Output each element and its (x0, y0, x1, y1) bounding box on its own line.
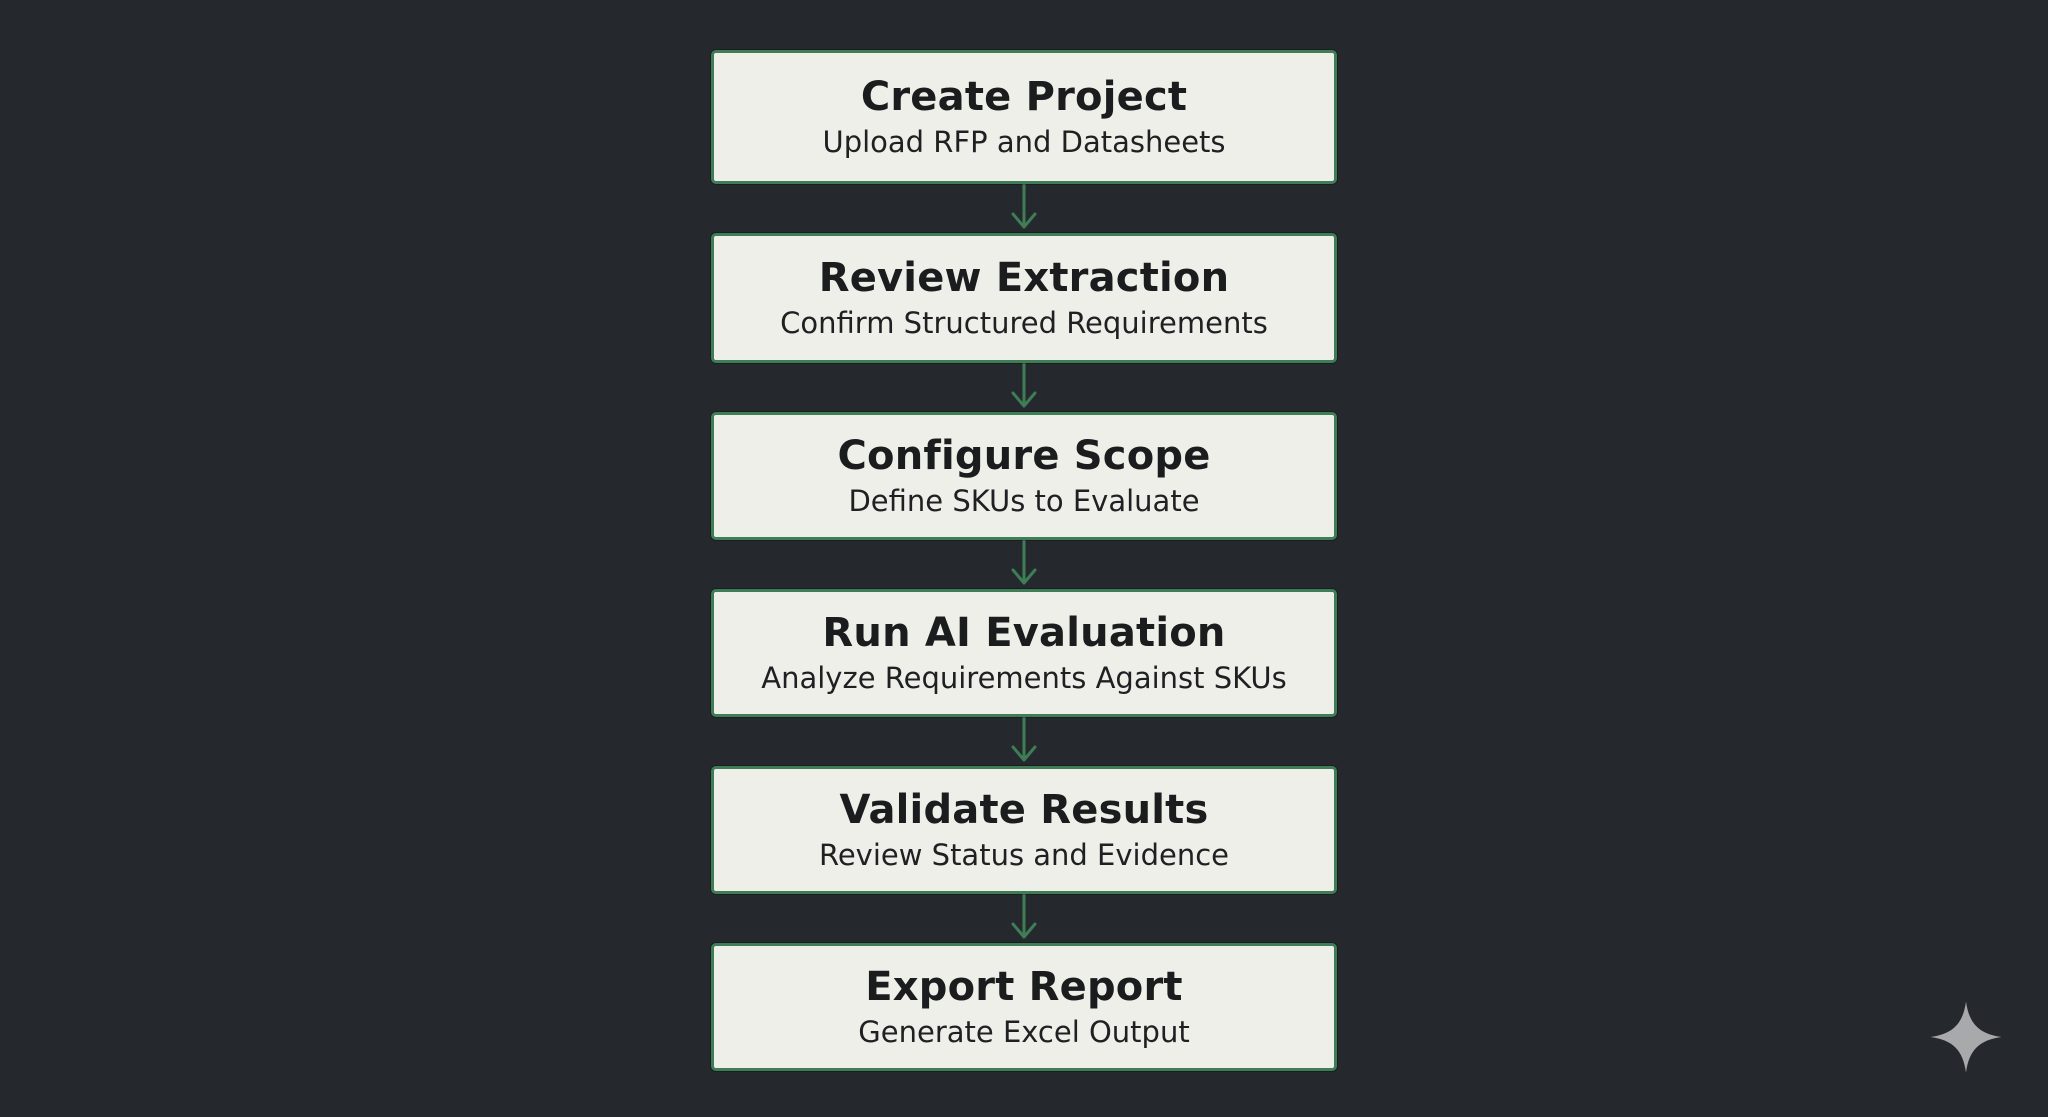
step-review-extraction: Review Extraction Confirm Structured Req… (711, 233, 1337, 363)
step-title: Review Extraction (818, 254, 1230, 301)
step-run-ai-evaluation: Run AI Evaluation Analyze Requirements A… (711, 589, 1337, 717)
step-validate-results: Validate Results Review Status and Evide… (711, 766, 1337, 894)
connector-arrow-2 (1011, 360, 1037, 408)
connector-arrow-1 (1011, 181, 1037, 229)
step-configure-scope: Configure Scope Define SKUs to Evaluate (711, 412, 1337, 540)
connector-arrow-5 (1011, 891, 1037, 939)
step-subtitle: Confirm Structured Requirements (780, 305, 1268, 340)
step-create-project: Create Project Upload RFP and Datasheets (711, 50, 1337, 184)
step-subtitle: Upload RFP and Datasheets (822, 124, 1226, 159)
connector-arrow-3 (1011, 537, 1037, 585)
step-title: Export Report (865, 963, 1183, 1010)
step-title: Create Project (860, 73, 1188, 120)
step-export-report: Export Report Generate Excel Output (711, 943, 1337, 1071)
step-title: Configure Scope (837, 432, 1211, 479)
sparkle-icon (1930, 1001, 2002, 1073)
step-title: Run AI Evaluation (822, 609, 1226, 656)
step-subtitle: Generate Excel Output (858, 1014, 1190, 1049)
step-title: Validate Results (839, 786, 1209, 833)
step-subtitle: Review Status and Evidence (818, 837, 1230, 872)
step-subtitle: Define SKUs to Evaluate (848, 483, 1200, 518)
connector-arrow-4 (1011, 714, 1037, 762)
step-subtitle: Analyze Requirements Against SKUs (761, 660, 1287, 695)
